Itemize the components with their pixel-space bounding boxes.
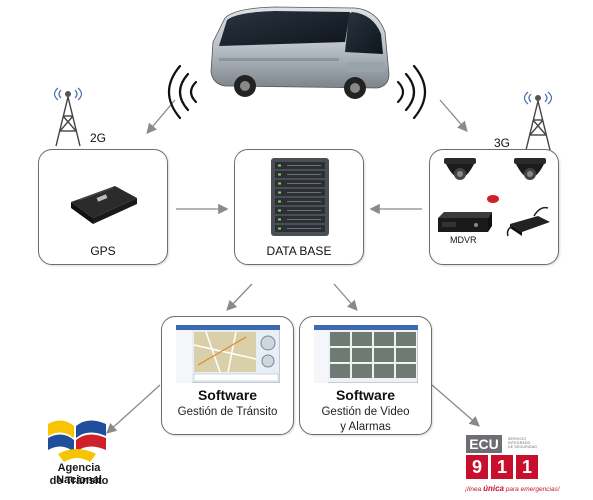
arrow-db-to-transit (226, 283, 253, 311)
mdvr-accessory-icon (506, 206, 550, 237)
arrow-video-to-ecu911 (431, 384, 480, 427)
dome-camera-icon (444, 158, 476, 180)
arrow-bus-to-mdvr (439, 99, 468, 132)
network-3g-label: 3G (494, 136, 511, 150)
antenna-2g-icon (53, 87, 83, 147)
ecu-slogan: ¡línea única para emergencias! (465, 484, 560, 493)
agency-name-line1: Agencia Nacional (56, 462, 102, 486)
software-transit-box: Software Gestión de Tránsito (161, 316, 294, 435)
transit-software-screenshot (176, 325, 280, 383)
arrow-transit-to-agency (106, 384, 161, 434)
database-box: DATA BASE (234, 149, 364, 265)
software-video-subtitle-line1: Gestión de Video (321, 406, 410, 418)
ecu-small-text-line2: INTEGRADO (508, 441, 531, 445)
mdvr-box: MDVR (429, 149, 559, 265)
mdvr-label: MDVR (450, 235, 477, 245)
gps-device-icon (71, 186, 137, 224)
software-video-box: Software Gestión de Video y Alarmas (299, 316, 432, 435)
signal-waves-right-icon (396, 64, 427, 120)
software-video-subtitle-line2: y Alarmas (340, 421, 391, 433)
ecu-digit-1a: 1 (491, 455, 513, 479)
panic-button-icon (487, 195, 499, 203)
gps-label: GPS (90, 244, 116, 258)
ecu-logo-text: ECU (466, 435, 502, 453)
antenna-3g-icon (523, 91, 553, 151)
mdvr-device-icon (438, 212, 492, 232)
software-transit-title: Software (197, 387, 258, 403)
ecu-slogan-pre: ¡línea (465, 486, 484, 493)
agency-name-line2: de Tránsito (49, 475, 109, 487)
ecu-slogan-post: para emergencias! (503, 486, 560, 493)
arrow-bus-to-gps (146, 99, 176, 134)
database-label: DATA BASE (266, 244, 332, 258)
ecu-small-text-line1: SERVICIO (508, 437, 527, 441)
dome-camera-icon (514, 158, 546, 180)
signal-waves-left-icon (167, 64, 198, 120)
ecu-small-text-line3: DE SEGURIDAD (508, 445, 538, 449)
software-transit-subtitle: Gestión de Tránsito (177, 406, 278, 418)
server-rack-icon (271, 158, 329, 236)
network-2g-label: 2G (90, 131, 107, 145)
gps-box: GPS (38, 149, 168, 265)
ecu-slogan-bold: única (483, 484, 504, 493)
arrow-db-to-video (333, 283, 358, 311)
bus-icon (210, 6, 390, 99)
agency-logo-icon (48, 420, 106, 462)
ecu-digit-1b: 1 (516, 455, 538, 479)
ecu-digit-9: 9 (466, 455, 488, 479)
video-software-screenshot (314, 325, 418, 383)
software-video-title: Software (335, 387, 396, 403)
